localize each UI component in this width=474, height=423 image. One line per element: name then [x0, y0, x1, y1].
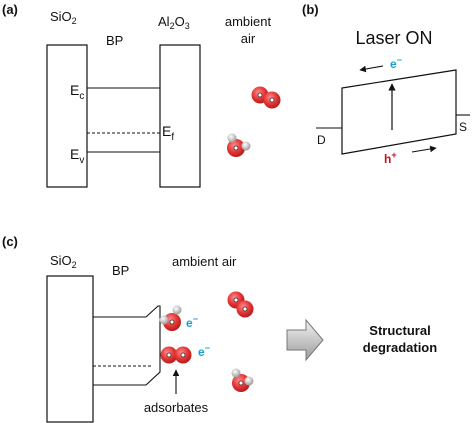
ef-label: Ef [162, 123, 174, 143]
panel-c: (c) SiO2 BP ambient air e− e− adsorbates [2, 234, 437, 423]
water-molecule-icon [227, 133, 251, 157]
panel-a-bp-label: BP [106, 33, 123, 48]
oxygen-molecule-icon-c [227, 291, 254, 318]
panel-a-sio2-label: SiO2 [50, 9, 77, 26]
panel-b-label: (b) [302, 2, 319, 17]
channel-band [341, 69, 457, 155]
hole-label: h+ [384, 150, 397, 166]
panel-c-bp-label: BP [112, 263, 129, 278]
adsorbates-label: adsorbates [144, 400, 209, 415]
electron-label-c1: e− [186, 314, 198, 330]
result-line1: Structural [369, 323, 430, 338]
ec-label: Ec [70, 82, 84, 102]
panel-c-sio2-label: SiO2 [50, 253, 77, 270]
oxygen-molecule-icon [251, 86, 281, 109]
al2o3-block [159, 44, 201, 188]
adsorbed-water-icon [159, 305, 182, 331]
sio2-block [46, 44, 88, 188]
panel-c-ambient-label: ambient air [172, 254, 237, 269]
panel-a-label: (a) [2, 2, 18, 17]
panel-a-ambient-line2: air [241, 31, 256, 46]
laser-on-title: Laser ON [355, 28, 432, 48]
panel-c-label: (c) [2, 234, 18, 249]
adsorbed-oxygen-icon [160, 346, 192, 364]
electron-arrow [359, 65, 384, 73]
source-label: S [459, 120, 467, 134]
result-line2: degradation [363, 340, 437, 355]
hole-arrow [411, 145, 437, 153]
bent-band-edge [145, 305, 161, 386]
panel-a: (a) SiO2 BP Al2O3 Ec Ev Ef ambient air [2, 2, 281, 188]
panel-a-al2o3-label: Al2O3 [158, 14, 190, 31]
panel-a-ambient-line1: ambient [225, 14, 272, 29]
sio2-block-c [46, 275, 94, 423]
electron-label-c2: e− [198, 343, 210, 359]
right-arrow-icon [286, 318, 324, 362]
drain-label: D [317, 133, 326, 147]
ev-label: Ev [70, 146, 84, 166]
electron-label: e− [390, 55, 402, 71]
water-molecule-icon-c [231, 368, 254, 392]
panel-b: (b) Laser ON e− h+ D S [302, 2, 470, 166]
